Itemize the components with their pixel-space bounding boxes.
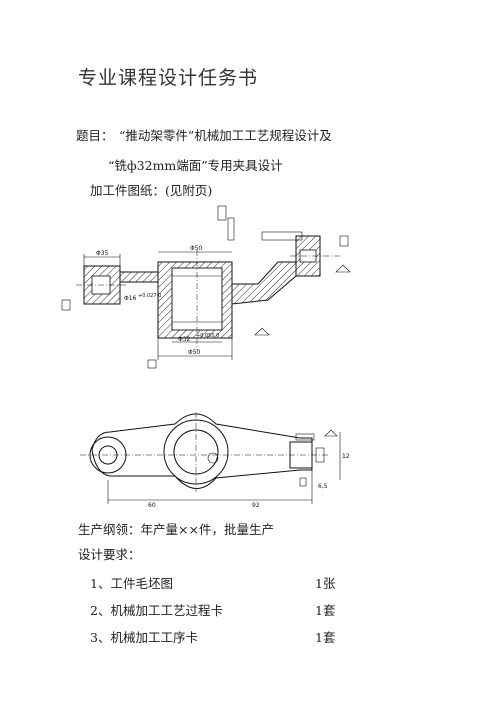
left-web xyxy=(119,271,159,283)
dim-phi50-bottom: Φ50 xyxy=(188,349,201,356)
production-program: 生产纲领：年产量××件，批量生产 xyxy=(78,522,274,537)
subject-line-1: “推动架零件”机械加工工艺规程设计及 xyxy=(119,128,332,143)
dim-phi16-tol: +0.027 0 xyxy=(138,293,161,299)
requirement-qty-2: 1套 xyxy=(315,603,336,618)
dim-phi32-tol: +0.050 0 xyxy=(196,333,219,339)
requirement-qty-3: 1套 xyxy=(315,630,336,645)
subject-label: 题目： xyxy=(76,128,114,143)
outline xyxy=(91,413,313,489)
requirements-label: 设计要求： xyxy=(78,547,141,562)
dim-phi35: Φ35 xyxy=(96,250,109,257)
callout-box-c xyxy=(339,235,349,247)
document-title: 专业课程设计任务书 xyxy=(78,67,259,89)
right-slot xyxy=(289,441,313,469)
datum-triangle xyxy=(254,327,270,336)
requirement-item-2: 2、机械加工工艺过程卡 xyxy=(90,603,223,618)
section-view: Φ35 Φ50 Φ32 +0.050 0 Φ50 Φ16 +0.027 0 xyxy=(61,205,351,369)
datum-circle xyxy=(147,359,157,369)
callout-box-left xyxy=(61,299,71,311)
datum-box-top xyxy=(217,205,227,221)
roughness-symbol xyxy=(335,264,351,273)
center-bore xyxy=(173,429,219,475)
oil-hole xyxy=(207,452,219,464)
dim-92: 92 xyxy=(252,502,260,509)
drawing-label: 加工件图纸：(见附页) xyxy=(90,183,213,198)
dim-12: 12 xyxy=(342,453,350,460)
callout-box-b xyxy=(261,231,303,241)
dim-phi50-top: Φ50 xyxy=(190,245,203,252)
requirement-item-3: 3、机械加工工序卡 xyxy=(90,630,198,645)
callout-top-view xyxy=(295,433,315,441)
right-arm xyxy=(231,261,297,305)
dim-60: 60 xyxy=(148,502,156,509)
dim-6-5: 6,5 xyxy=(318,483,328,490)
dim-phi16: Φ16 xyxy=(124,295,137,302)
top-view: 60 92 12 6,5 xyxy=(80,412,350,509)
right-slot-detail xyxy=(315,447,325,463)
subject-line-2: “铣ф32mm端面”专用夹具设计 xyxy=(108,158,283,173)
callout-box-a xyxy=(227,217,235,241)
dim-phi32: Φ32 xyxy=(178,336,191,343)
callout-top-view-b xyxy=(299,477,307,487)
requirement-qty-1: 1张 xyxy=(315,576,336,591)
requirement-item-1: 1、工件毛坯图 xyxy=(90,576,173,591)
roughness-top-view xyxy=(324,429,338,437)
